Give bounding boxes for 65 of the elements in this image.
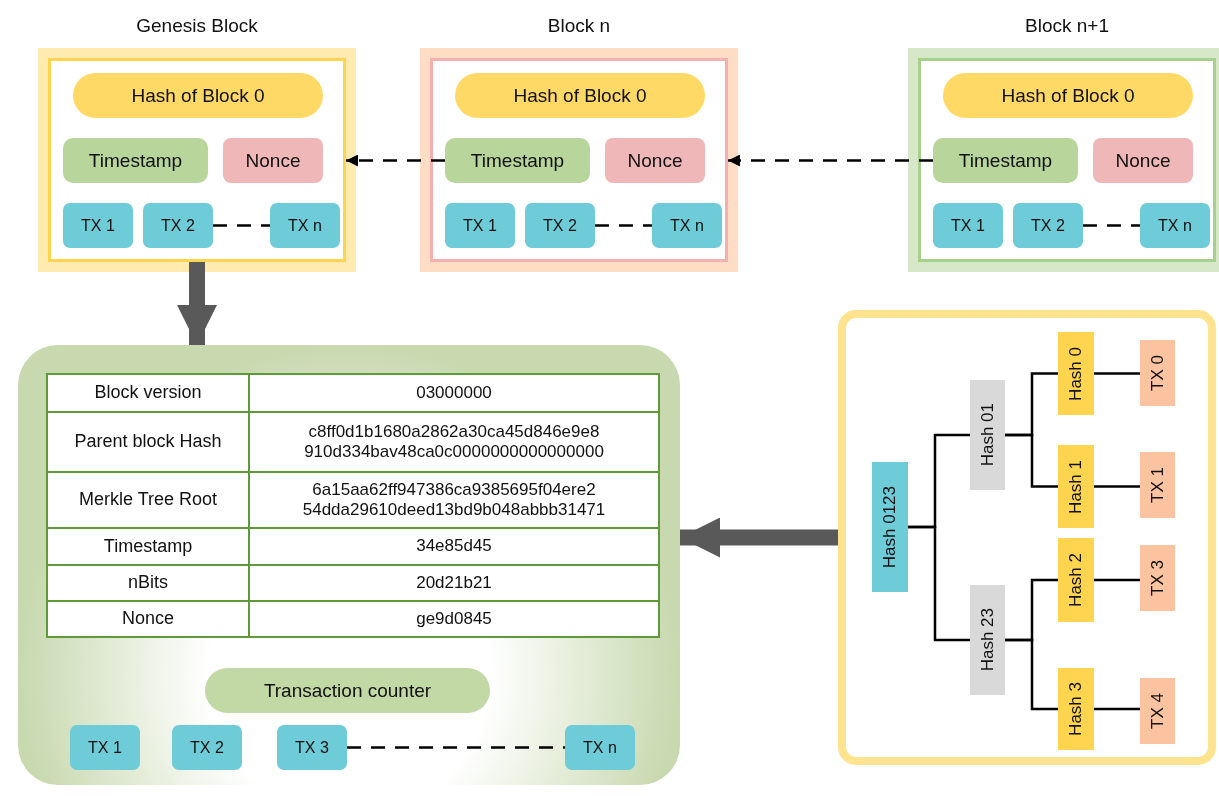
block-title: Genesis Block bbox=[135, 15, 259, 37]
hash-field: Hash of Block 0 bbox=[73, 73, 323, 118]
field-value: 34e85d45 bbox=[248, 527, 660, 566]
transaction-item: TX 3 bbox=[277, 725, 347, 770]
transaction-item: TX n bbox=[565, 725, 635, 770]
tree-connector bbox=[1094, 485, 1140, 488]
dashed-line bbox=[1083, 224, 1140, 227]
tree-connector bbox=[1094, 372, 1140, 375]
dashed-line bbox=[213, 224, 270, 227]
leaf-hash: Hash 3 bbox=[1058, 668, 1094, 750]
field-name: Merkle Tree Root bbox=[46, 471, 250, 529]
timestamp-field: Timestamp bbox=[63, 138, 208, 183]
block-arrow bbox=[177, 262, 217, 345]
dashed-line bbox=[595, 224, 652, 227]
transaction-item: TX 1 bbox=[445, 203, 515, 248]
tree-connector bbox=[908, 525, 970, 642]
tree-connector bbox=[1005, 433, 1058, 488]
field-name: nBits bbox=[46, 564, 250, 602]
transaction-item: TX 2 bbox=[1013, 203, 1083, 248]
hash-field: Hash of Block 0 bbox=[943, 73, 1193, 118]
leaf-hash: Hash 2 bbox=[1058, 538, 1094, 622]
root-hash: Hash 0123 bbox=[872, 462, 908, 592]
transaction-item: TX 1 bbox=[63, 203, 133, 248]
transaction-leaf: TX 3 bbox=[1140, 545, 1175, 611]
merkle-tree-panel bbox=[838, 310, 1216, 765]
transaction-leaf: TX 1 bbox=[1140, 452, 1175, 518]
transaction-item: TX 1 bbox=[70, 725, 140, 770]
field-name: Timestamp bbox=[46, 527, 250, 566]
transaction-item: TX n bbox=[1140, 203, 1210, 248]
leaf-hash: Hash 1 bbox=[1058, 445, 1094, 528]
field-value: ge9d0845 bbox=[248, 600, 660, 638]
transaction-item: TX n bbox=[270, 203, 340, 248]
field-value: 03000000 bbox=[248, 373, 660, 413]
transaction-counter: Transaction counter bbox=[205, 668, 490, 713]
transaction-item: TX 2 bbox=[525, 203, 595, 248]
tree-connector bbox=[1005, 638, 1058, 711]
nonce-field: Nonce bbox=[223, 138, 323, 183]
field-name: Parent block Hash bbox=[46, 411, 250, 473]
transaction-leaf: TX 0 bbox=[1140, 340, 1175, 406]
transaction-item: TX 2 bbox=[143, 203, 213, 248]
hash-field: Hash of Block 0 bbox=[455, 73, 705, 118]
block-title: Block n+1 bbox=[1024, 15, 1110, 37]
field-name: Block version bbox=[46, 373, 250, 413]
block-title: Block n bbox=[546, 15, 612, 37]
dashed-arrow bbox=[728, 154, 933, 167]
block-detail-panel bbox=[18, 345, 680, 785]
field-name: Nonce bbox=[46, 600, 250, 638]
transaction-item: TX n bbox=[652, 203, 722, 248]
leaf-hash: Hash 0 bbox=[1058, 332, 1094, 415]
field-value: c8ff0d1b1680a2862a30ca45d846e9e8 910d334bav48ca0c0000000000000000 bbox=[248, 411, 660, 473]
block-arrow bbox=[680, 517, 838, 558]
tree-connector bbox=[1094, 578, 1140, 582]
nonce-field: Nonce bbox=[605, 138, 705, 183]
dashed-line bbox=[347, 746, 565, 749]
hash-node: Hash 23 bbox=[970, 585, 1005, 695]
transaction-item: TX 2 bbox=[172, 725, 242, 770]
tree-connector bbox=[1094, 707, 1140, 711]
dashed-arrow bbox=[346, 154, 445, 167]
nonce-field: Nonce bbox=[1093, 138, 1193, 183]
timestamp-field: Timestamp bbox=[445, 138, 590, 183]
transaction-item: TX 1 bbox=[933, 203, 1003, 248]
field-value: 6a15aa62ff947386ca9385695f04ere2 54dda29610deed13bd9b048abbb31471 bbox=[248, 471, 660, 529]
transaction-leaf: TX 4 bbox=[1140, 678, 1175, 744]
hash-node: Hash 01 bbox=[970, 380, 1005, 490]
timestamp-field: Timestamp bbox=[933, 138, 1078, 183]
